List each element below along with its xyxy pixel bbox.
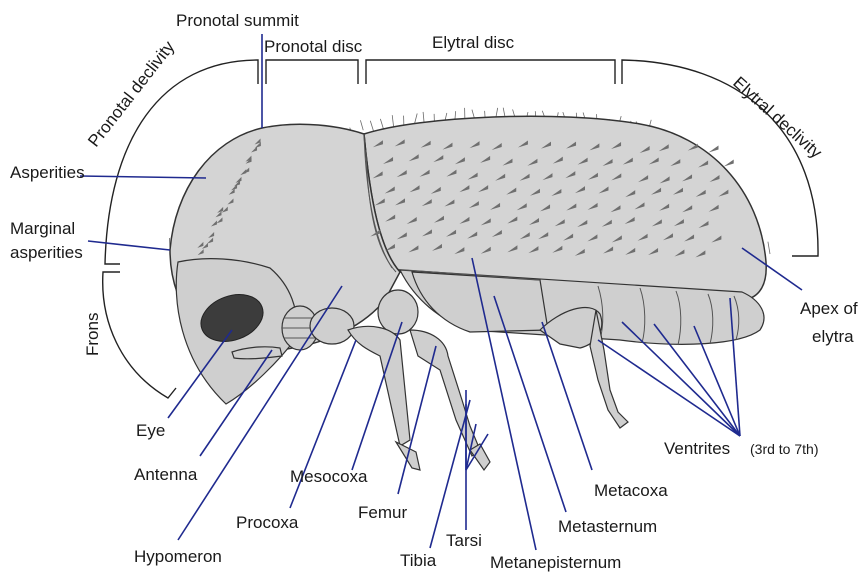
frons-bracket (103, 272, 176, 398)
label-metasternum: Metasternum (558, 517, 657, 536)
label-metanepisternum: Metanepisternum (490, 553, 621, 572)
label-ventrites-range: (3rd to 7th) (750, 441, 818, 457)
label-apex-of-elytra-line2: elytra (812, 327, 854, 346)
label-antenna: Antenna (134, 465, 198, 484)
label-mesocoxa: Mesocoxa (290, 467, 368, 486)
label-elytral-declivity: Elytral declivity (729, 73, 826, 163)
label-hypomeron: Hypomeron (134, 547, 222, 566)
label-pronotal-disc: Pronotal disc (264, 37, 363, 56)
label-pronotal-summit: Pronotal summit (176, 11, 299, 30)
label-eye: Eye (136, 421, 165, 440)
elytral-spine (724, 160, 734, 167)
leader-asperities (80, 176, 206, 178)
label-procoxa: Procoxa (236, 513, 299, 532)
pronotal-disc-bracket (266, 60, 358, 84)
beetle (169, 108, 770, 470)
label-metacoxa: Metacoxa (594, 481, 668, 500)
label-femur: Femur (358, 503, 407, 522)
label-ventrites: Ventrites (664, 439, 730, 458)
label-frons: Frons (83, 313, 102, 356)
body-hair (768, 242, 770, 254)
metasternum (412, 272, 548, 332)
label-tibia: Tibia (400, 551, 437, 570)
label-tarsi: Tarsi (446, 531, 482, 550)
label-marginal-asperities-line1: Marginal (10, 219, 75, 238)
body-hair (380, 119, 383, 129)
leader-tibia (430, 400, 470, 548)
elytral-disc-bracket (366, 60, 615, 84)
label-apex-of-elytra-line1: Apex of (800, 299, 858, 318)
mesocoxa (378, 290, 418, 334)
label-marginal-asperities-line2: asperities (10, 243, 83, 262)
body-hair (360, 120, 363, 130)
label-elytral-disc: Elytral disc (432, 33, 515, 52)
elytral-spine (709, 145, 719, 152)
body-hair (370, 121, 373, 131)
label-asperities: Asperities (10, 163, 85, 182)
leader-marginal-asperities (88, 241, 170, 250)
